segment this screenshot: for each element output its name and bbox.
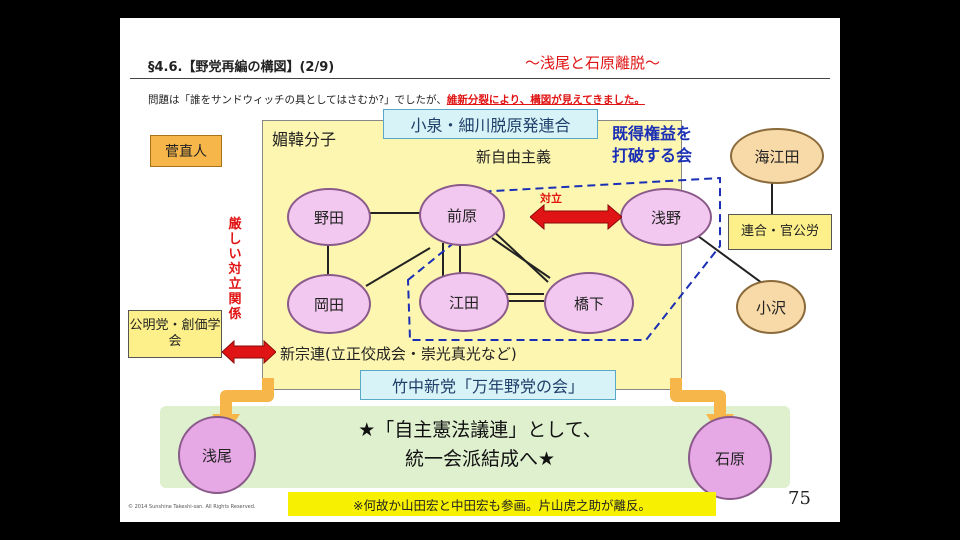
- slide: §4.6.【野党再編の構図】(2/9) 〜浅尾と石原離脱〜 問題は「誰をサンドウ…: [120, 18, 840, 522]
- nuclear-league-label: 小泉・細川脱原発連合: [383, 109, 598, 139]
- banner-background: [160, 406, 790, 488]
- copyright-text: © 2014 Sunshine Takeshi-san. All Rights …: [128, 504, 256, 510]
- region-title: 媚韓分子: [272, 130, 337, 149]
- new-religion-label: 新宗連(立正佼成会・崇光真光など): [280, 345, 517, 363]
- line-maehara-hashimoto: [489, 227, 549, 283]
- line-asano-ozawa: [697, 235, 767, 287]
- node-ishihara: 石原: [688, 416, 772, 500]
- page-number: 75: [788, 488, 811, 509]
- confront-arrow: [530, 204, 622, 230]
- node-asano: 浅野: [620, 188, 712, 246]
- node-okada: 岡田: [287, 274, 371, 334]
- connector-lines: [327, 176, 773, 341]
- takenaka-party-label: 竹中新党「万年野党の会」: [360, 370, 616, 400]
- slide-subtitle: 〜浅尾と石原離脱〜: [525, 54, 661, 72]
- neoliberal-label: 新自由主義: [476, 148, 552, 166]
- confront-label: 対立: [540, 192, 562, 205]
- box-kan: 菅直人: [150, 135, 222, 167]
- footnote: ※何故か山田宏と中田宏も参画。片山虎之助が離反。: [288, 492, 716, 516]
- node-ozawa: 小沢: [736, 280, 806, 334]
- node-hashimoto: 橋下: [544, 272, 634, 334]
- vested-interest-label: 既得権益を 打破する会: [612, 124, 693, 165]
- intro-prefix: 問題は「誰をサンドウィッチの具としてはさむか?」でしたが、: [148, 94, 447, 106]
- node-kaieda: 海江田: [730, 128, 824, 184]
- node-noda: 野田: [287, 188, 371, 246]
- line-maehara-hashimoto-2: [491, 237, 551, 279]
- unified-faction-banner: ★「自主憲法議連」として、 統一会派結成へ★: [358, 419, 602, 470]
- intro-text: 問題は「誰をサンドウィッチの具としてはさむか?」でしたが、維新分裂により、構図が…: [148, 92, 645, 107]
- komeito-conflict-arrow: [222, 340, 276, 364]
- node-eda: 江田: [419, 272, 509, 332]
- header-divider: [130, 78, 830, 79]
- severe-conflict-label: 厳しい対立関係: [228, 217, 242, 322]
- box-rengo: 連合・官公労: [728, 214, 832, 250]
- line-okada-maehara: [365, 247, 431, 287]
- node-maehara: 前原: [419, 184, 505, 246]
- box-komeito: 公明党・創価学会: [128, 310, 222, 358]
- intro-highlight: 維新分裂により、構図が見えてきました。: [446, 94, 645, 106]
- node-asao: 浅尾: [178, 416, 256, 494]
- section-title: §4.6.【野党再編の構図】(2/9): [148, 60, 335, 75]
